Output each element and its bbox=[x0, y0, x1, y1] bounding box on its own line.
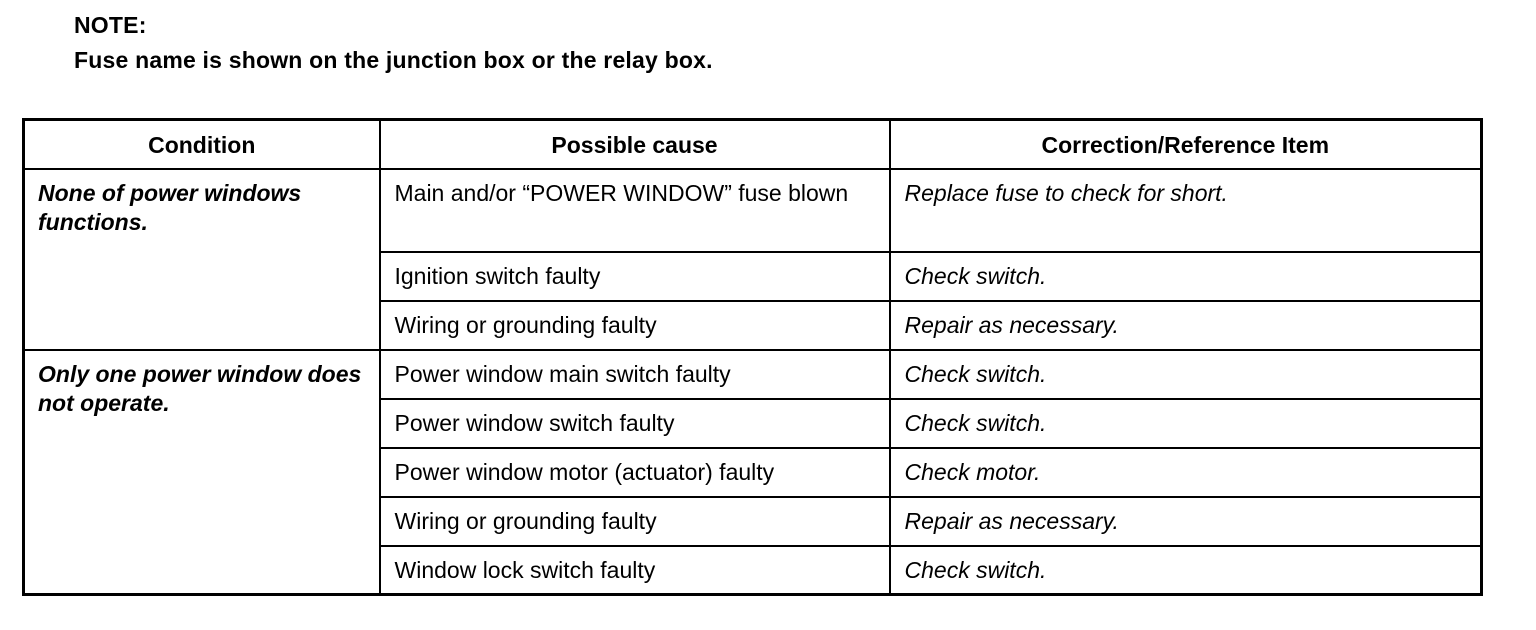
cause-cell: Power window main switch faulty bbox=[378, 348, 891, 400]
column-header-condition: Condition bbox=[22, 118, 381, 170]
correction-cell: Repair as necessary. bbox=[888, 495, 1483, 547]
note-text: Fuse name is shown on the junction box o… bbox=[74, 47, 713, 73]
table-row: Ignition switch faulty Check switch. bbox=[24, 250, 1483, 302]
note: NOTE: Fuse name is shown on the junction… bbox=[74, 8, 713, 78]
correction-cell: Replace fuse to check for short. bbox=[888, 167, 1483, 253]
cause-cell: Power window motor (actuator) faulty bbox=[378, 446, 891, 498]
troubleshooting-table: Condition Possible cause Correction/Refe… bbox=[22, 118, 1483, 596]
table-row: Power window motor (actuator) faulty Che… bbox=[24, 446, 1483, 498]
correction-cell: Check switch. bbox=[888, 348, 1483, 400]
table-header-row: Condition Possible cause Correction/Refe… bbox=[22, 118, 1483, 170]
correction-cell: Check switch. bbox=[888, 544, 1483, 596]
condition-cell: None of power windows functions. bbox=[22, 167, 381, 351]
note-heading: NOTE: bbox=[74, 12, 147, 38]
table-row: None of power windows functions. Main an… bbox=[22, 167, 1483, 351]
correction-cell: Check switch. bbox=[888, 397, 1483, 449]
table-row: Wiring or grounding faulty Repair as nec… bbox=[24, 299, 1483, 351]
correction-cell: Repair as necessary. bbox=[888, 299, 1483, 351]
cause-cell: Ignition switch faulty bbox=[378, 250, 891, 302]
cause-cell: Power window switch faulty bbox=[378, 397, 891, 449]
cause-cell: Wiring or grounding faulty bbox=[378, 495, 891, 547]
table-row: Window lock switch faulty Check switch. bbox=[24, 544, 1483, 596]
correction-cell: Check motor. bbox=[888, 446, 1483, 498]
column-header-possible-cause: Possible cause bbox=[378, 118, 891, 170]
condition-cell: Only one power window does not operate. bbox=[22, 348, 381, 596]
correction-cell: Check switch. bbox=[888, 250, 1483, 302]
column-header-correction: Correction/Reference Item bbox=[888, 118, 1483, 170]
cause-cell: Window lock switch faulty bbox=[378, 544, 891, 596]
table-row: Wiring or grounding faulty Repair as nec… bbox=[24, 495, 1483, 547]
cause-cell: Main and/or “POWER WINDOW” fuse blown bbox=[378, 167, 891, 253]
cause-cell: Wiring or grounding faulty bbox=[378, 299, 891, 351]
table-row: Only one power window does not operate. … bbox=[22, 348, 1483, 596]
table-row: Power window switch faulty Check switch. bbox=[24, 397, 1483, 449]
